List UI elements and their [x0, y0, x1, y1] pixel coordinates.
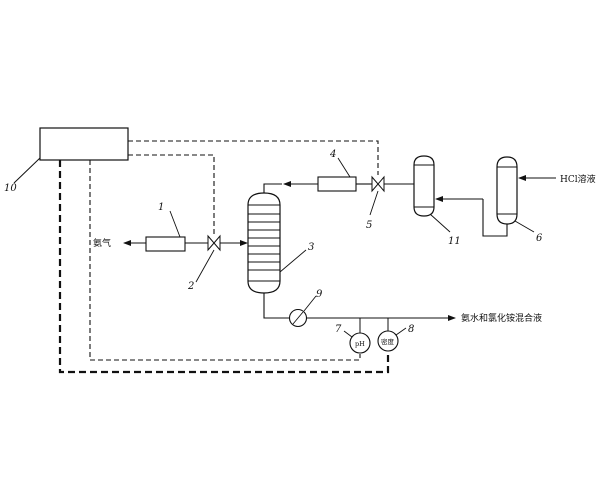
flowmeter-1 — [146, 237, 185, 251]
valve-5 — [372, 177, 384, 191]
absorber-3-label: 3 — [308, 242, 314, 253]
valve-2-label: 2 — [187, 281, 194, 292]
tank-11-label: 11 — [448, 236, 461, 247]
tank-6 — [497, 157, 517, 224]
flowmeter-4-label: 4 — [329, 149, 336, 160]
flowmeter-1-label: 1 — [158, 202, 164, 213]
valve-5-label: 5 — [366, 220, 372, 231]
density-meter-text: 密度 — [381, 337, 395, 346]
absorber-3 — [248, 193, 280, 293]
hcl-inlet-label: HCl溶液 — [560, 173, 596, 185]
density-meter-8-label: 8 — [408, 324, 414, 335]
controller-label: 10 — [4, 183, 17, 194]
ammonia-inlet-label: 氨气 — [93, 237, 111, 249]
control-signal-lines — [60, 141, 388, 372]
tank-6-label: 6 — [536, 233, 543, 244]
signal-to-density-meter — [60, 160, 388, 372]
signal-to-valve-5 — [128, 141, 378, 175]
flowmeter-4 — [318, 177, 356, 191]
flow-sensor-9-label: 9 — [316, 289, 323, 300]
product-outlet-label: 氨水和氯化铵混合液 — [461, 312, 542, 324]
ph-meter-text: pH — [355, 340, 365, 348]
ph-meter-7-label: 7 — [335, 324, 342, 335]
tank-11 — [414, 156, 434, 216]
controller-box — [40, 128, 128, 160]
signal-to-valve-2 — [128, 155, 214, 236]
controller-leader — [14, 158, 40, 183]
valve-2 — [208, 236, 220, 250]
